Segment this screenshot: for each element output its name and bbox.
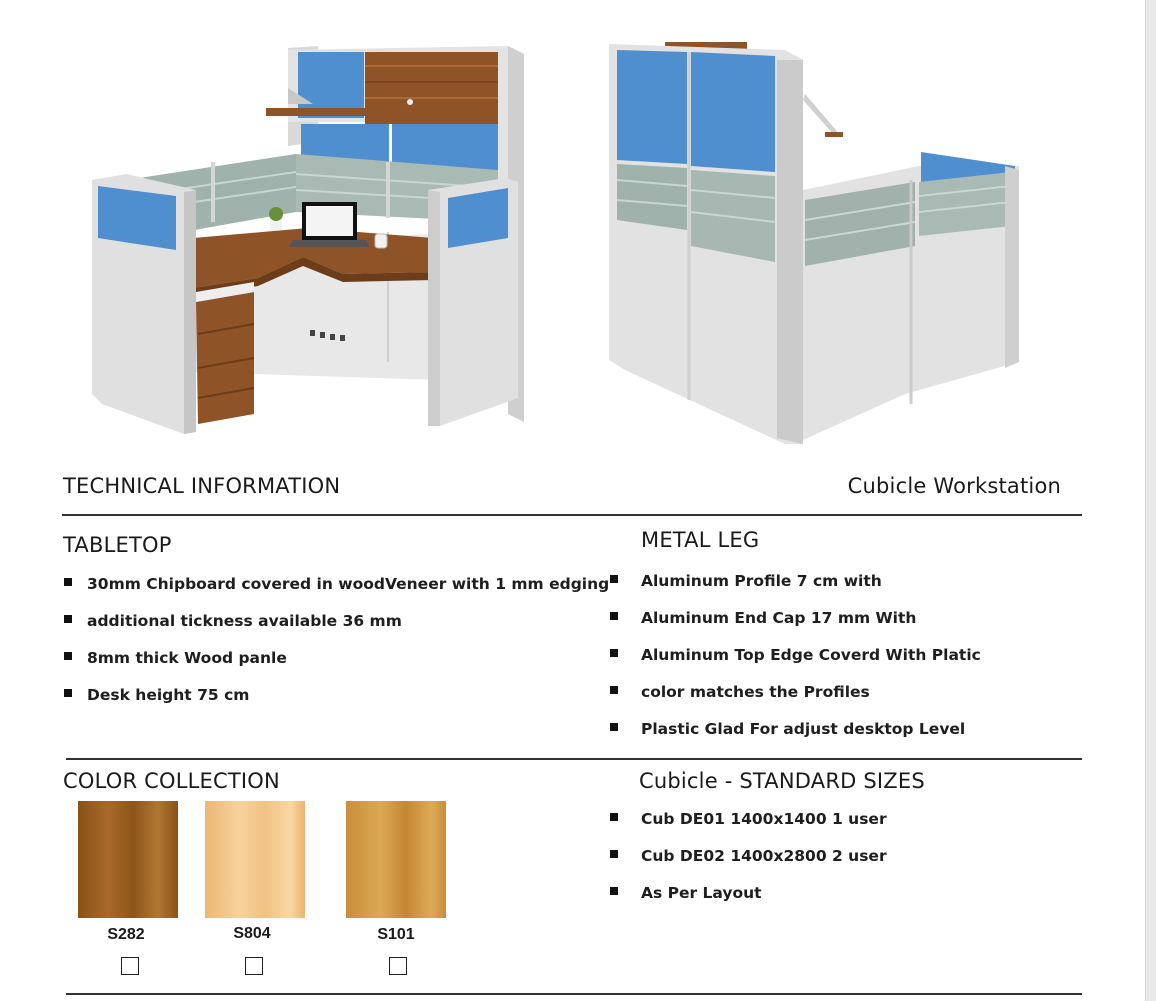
list-item: Plastic Glad For adjust desktop Level bbox=[610, 720, 981, 757]
bullet-icon bbox=[64, 689, 72, 697]
swatch-s101-checkbox[interactable] bbox=[389, 957, 407, 975]
bottom-divider bbox=[66, 993, 1082, 995]
list-item: Cub DE02 1400x2800 2 user bbox=[610, 847, 887, 884]
bullet-icon bbox=[610, 723, 618, 731]
standard-sizes-list: Cub DE01 1400x1400 1 user Cub DE02 1400x… bbox=[610, 810, 887, 921]
swatch-label: S804 bbox=[233, 925, 271, 942]
technical-info-heading: TECHNICAL INFORMATION bbox=[63, 474, 341, 498]
bullet-icon bbox=[64, 652, 72, 660]
list-item: Aluminum Profile 7 cm with bbox=[610, 572, 981, 609]
swatch-s282-checkbox[interactable] bbox=[121, 957, 139, 975]
list-item: color matches the Profiles bbox=[610, 683, 981, 720]
tabletop-list: 30mm Chipboard covered in woodVeneer wit… bbox=[64, 575, 609, 723]
bullet-icon bbox=[610, 887, 618, 895]
header-divider bbox=[62, 514, 1082, 516]
metal-leg-list: Aluminum Profile 7 cm with Aluminum End … bbox=[610, 572, 981, 757]
swatch-s282[interactable] bbox=[78, 801, 178, 918]
bullet-icon bbox=[64, 578, 72, 586]
bullet-icon bbox=[610, 612, 618, 620]
color-collection-heading: COLOR COLLECTION bbox=[63, 769, 280, 793]
list-item: additional tickness available 36 mm bbox=[64, 612, 609, 649]
list-item: Desk height 75 cm bbox=[64, 686, 609, 723]
tabletop-heading: TABLETOP bbox=[63, 533, 172, 557]
product-name: Cubicle Workstation bbox=[847, 474, 1061, 498]
cubicle-front-image bbox=[88, 42, 528, 442]
swatch-label: S101 bbox=[377, 926, 415, 943]
list-item: 8mm thick Wood panle bbox=[64, 649, 609, 686]
swatch-s804-checkbox[interactable] bbox=[245, 957, 263, 975]
scrollbar[interactable] bbox=[1145, 0, 1156, 1001]
list-item: As Per Layout bbox=[610, 884, 887, 921]
bullet-icon bbox=[610, 813, 618, 821]
metal-leg-heading: METAL LEG bbox=[641, 528, 760, 552]
list-item: 30mm Chipboard covered in woodVeneer wit… bbox=[64, 575, 609, 612]
section-divider bbox=[66, 758, 1082, 760]
list-item: Cub DE01 1400x1400 1 user bbox=[610, 810, 887, 847]
standard-sizes-heading: Cubicle - STANDARD SIZES bbox=[639, 769, 925, 793]
list-item: Aluminum End Cap 17 mm With bbox=[610, 609, 981, 646]
swatch-s101[interactable] bbox=[346, 801, 446, 918]
bullet-icon bbox=[610, 649, 618, 657]
bullet-icon bbox=[610, 686, 618, 694]
list-item: Aluminum Top Edge Coverd With Platic bbox=[610, 646, 981, 683]
swatch-s804[interactable] bbox=[205, 801, 305, 918]
swatch-label: S282 bbox=[107, 926, 145, 943]
bullet-icon bbox=[610, 575, 618, 583]
cubicle-back-image bbox=[605, 40, 1025, 450]
bullet-icon bbox=[610, 850, 618, 858]
bullet-icon bbox=[64, 615, 72, 623]
